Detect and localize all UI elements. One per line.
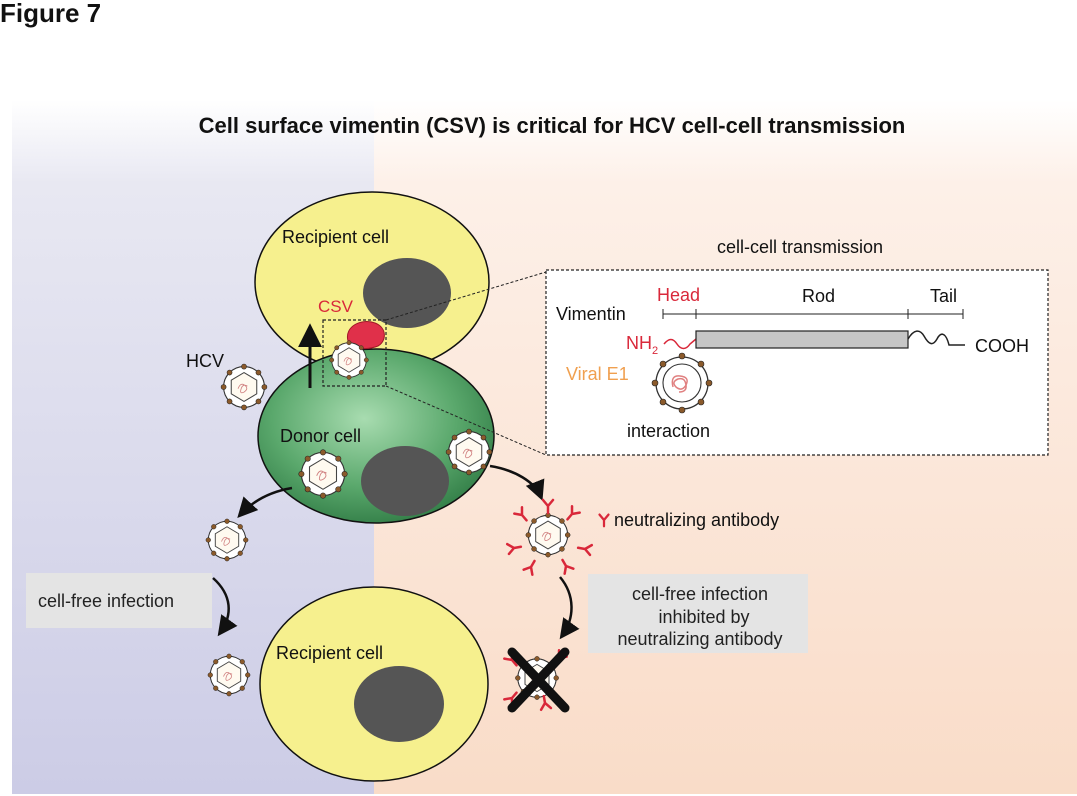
cell-free-label: cell-free infection xyxy=(38,591,174,611)
inhibited-label-box xyxy=(588,574,808,653)
infecting-virus-left xyxy=(207,653,251,697)
free-hcv-virus xyxy=(220,363,268,411)
rod-label: Rod xyxy=(802,286,835,306)
released-virus-left xyxy=(205,518,249,562)
inhibited-line-2: inhibited by xyxy=(658,607,749,627)
figure-label: Figure 7 xyxy=(0,0,102,28)
e1-virus xyxy=(651,352,713,414)
antibody-legend-label: neutralizing antibody xyxy=(614,510,779,530)
zoom-line-top xyxy=(385,271,547,321)
virus-in-donor-left xyxy=(298,449,348,499)
donor-nucleus xyxy=(361,446,449,516)
bottom-cell-label: Recipient cell xyxy=(276,643,383,663)
c-terminus-label: COOH xyxy=(975,336,1029,356)
release-arrow-right xyxy=(489,464,545,501)
infection-arrow-left xyxy=(212,577,238,637)
inhibited-line-3: neutralizing antibody xyxy=(617,629,782,649)
tail-domain-wave xyxy=(907,330,965,346)
head-label: Head xyxy=(657,285,700,305)
viral-e1-label: Viral E1 xyxy=(566,364,629,384)
vimentin-label: Vimentin xyxy=(556,304,626,324)
top-cell-label: Recipient cell xyxy=(282,227,389,247)
head-domain-wave xyxy=(663,338,697,350)
inhibited-line-1: cell-free infection xyxy=(632,584,768,604)
csv-label: CSV xyxy=(318,297,354,316)
blocked-cross-icon xyxy=(507,647,570,713)
focus-box xyxy=(322,319,387,387)
release-arrow-left xyxy=(237,486,293,518)
virus-at-junction xyxy=(329,340,369,380)
bottom-nucleus xyxy=(354,666,444,742)
tail-label: Tail xyxy=(930,286,957,306)
cell-free-label-box xyxy=(26,573,212,628)
inset-box xyxy=(545,269,1049,456)
donor-cell-label: Donor cell xyxy=(280,426,361,446)
top-nucleus xyxy=(363,258,451,328)
infection-arrow-right xyxy=(559,576,580,640)
virus-in-donor-right xyxy=(445,428,493,476)
n-terminus-label: NH2 xyxy=(626,333,658,357)
hcv-label: HCV xyxy=(186,351,224,371)
diagram-title: Cell surface vimentin (CSV) is critical … xyxy=(199,113,906,138)
interaction-label: interaction xyxy=(627,421,710,441)
zoom-line-bottom xyxy=(385,385,547,456)
rod-domain-bar xyxy=(695,330,909,349)
inset-title: cell-cell transmission xyxy=(717,237,883,257)
